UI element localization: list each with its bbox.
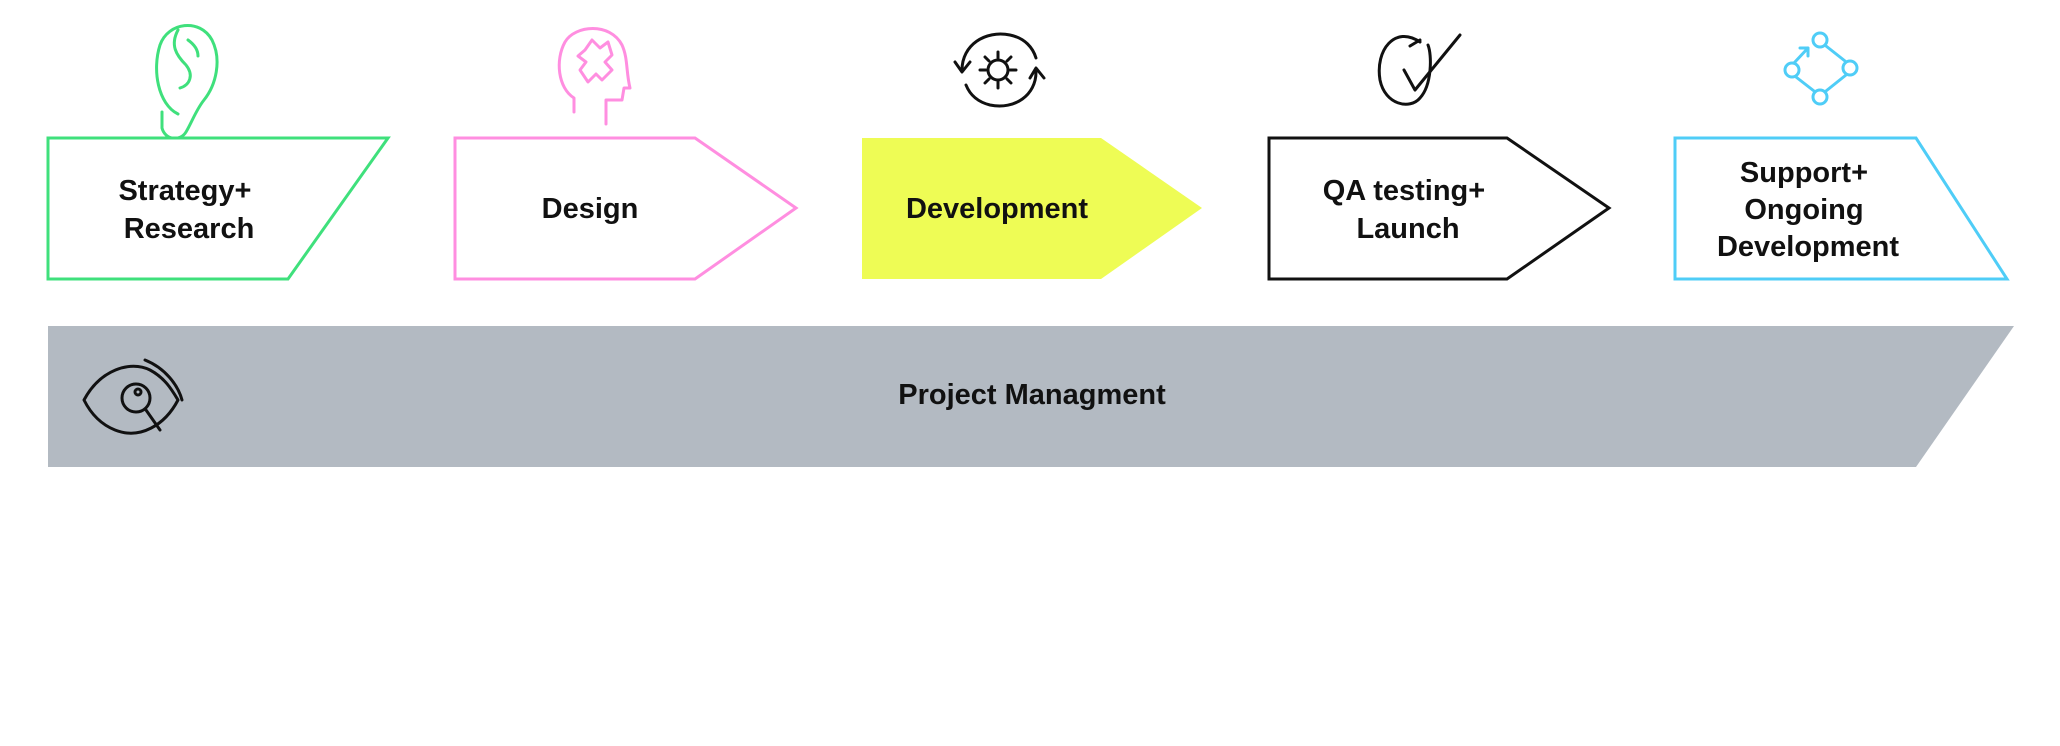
stage-development: [862, 138, 1202, 279]
stage-label: Support+ Ongoing Development: [1717, 157, 1899, 263]
gear-cycle-icon: [953, 32, 1046, 108]
stage-support: [1673, 136, 2010, 281]
ear-icon: [155, 24, 219, 140]
stage-label: Design: [542, 193, 639, 225]
stage-qa-launch: [1267, 136, 1612, 281]
stage-label: Development: [906, 193, 1088, 225]
stage-label: QA testing+ Launch: [1323, 175, 1494, 245]
project-management-label: Project Managment: [898, 379, 1166, 411]
eye-search-icon: [82, 358, 184, 435]
head-puzzle-icon: [557, 27, 632, 126]
stage-design: [453, 136, 799, 281]
project-management-bar: [48, 326, 2014, 467]
stage-label: Strategy+ Research: [118, 175, 259, 245]
cycle-nodes-icon: [1783, 31, 1859, 106]
stage-strategy-research: [46, 136, 391, 281]
check-circle-icon: [1377, 33, 1462, 106]
